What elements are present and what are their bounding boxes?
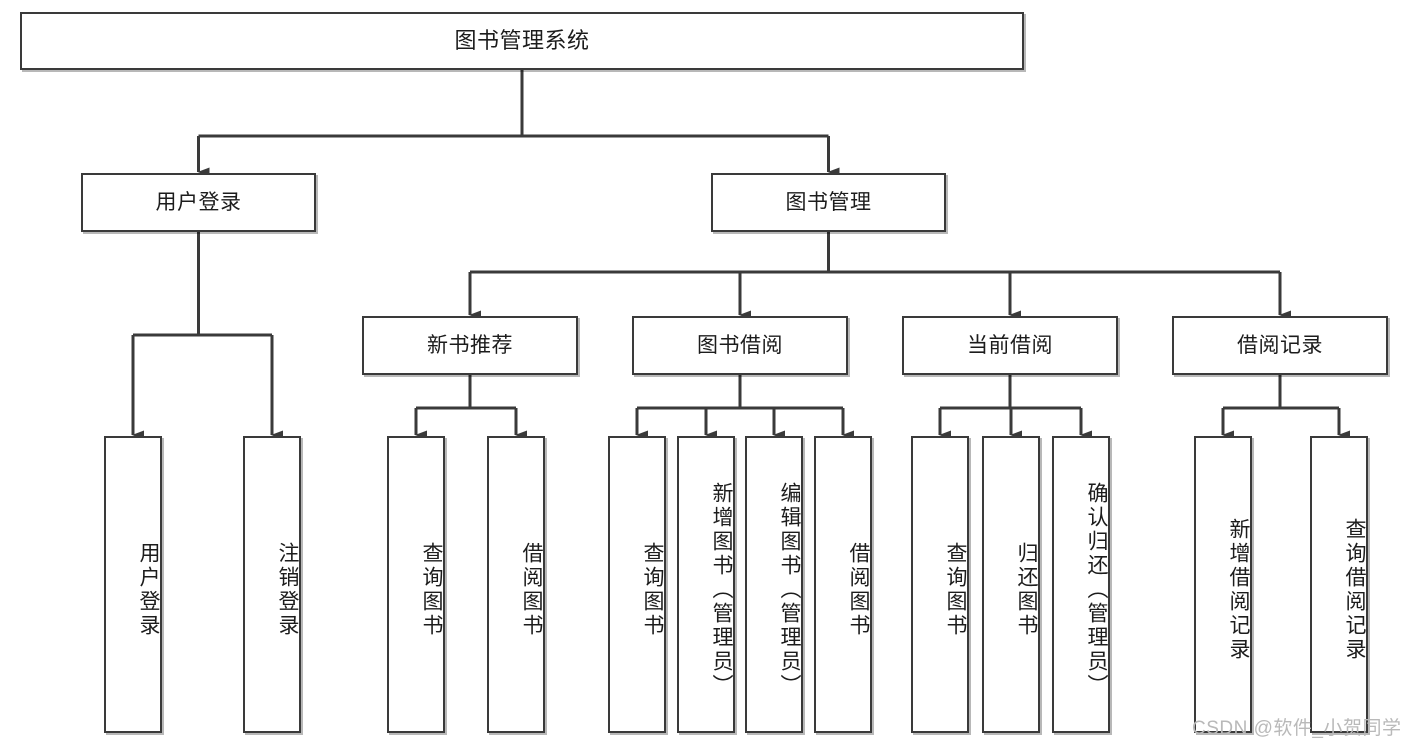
- node-label: 当前借阅: [967, 333, 1053, 357]
- node-label: 借阅记录: [1237, 333, 1323, 357]
- node-label: 借阅图书: [520, 541, 543, 638]
- node-label: 归还图书: [1015, 541, 1038, 638]
- node-label: 借阅图书: [847, 541, 870, 638]
- node-label: 图书管理系统: [454, 27, 590, 53]
- node-label: 新书推荐: [427, 333, 513, 357]
- node-l6[interactable]: 新增图书（管理员）: [677, 436, 735, 733]
- node-n_user[interactable]: 用户登录: [81, 173, 316, 232]
- node-l5[interactable]: 查询图书: [608, 436, 666, 733]
- node-label: 新增图书（管理员）: [710, 481, 733, 698]
- node-label: 图书管理: [785, 190, 872, 214]
- node-n_book[interactable]: 图书管理: [711, 173, 946, 232]
- node-label: 确认归还（管理员）: [1085, 481, 1108, 698]
- node-root[interactable]: 图书管理系统: [20, 12, 1024, 70]
- node-label: 查询图书: [641, 541, 664, 638]
- node-n_new[interactable]: 新书推荐: [362, 316, 578, 375]
- node-n_cur[interactable]: 当前借阅: [902, 316, 1118, 375]
- node-l4[interactable]: 借阅图书: [487, 436, 545, 733]
- node-l9[interactable]: 查询图书: [911, 436, 969, 733]
- node-label: 查询图书: [944, 541, 967, 638]
- node-l11[interactable]: 确认归还（管理员）: [1052, 436, 1110, 733]
- node-label: 用户登录: [137, 541, 160, 638]
- node-label: 编辑图书（管理员）: [778, 481, 801, 698]
- node-n_lend[interactable]: 图书借阅: [632, 316, 848, 375]
- node-l1[interactable]: 用户登录: [104, 436, 162, 733]
- node-label: 查询图书: [420, 541, 443, 638]
- node-l2[interactable]: 注销登录: [243, 436, 301, 733]
- node-label: 图书借阅: [697, 333, 783, 357]
- node-l12[interactable]: 新增借阅记录: [1194, 436, 1252, 733]
- node-l7[interactable]: 编辑图书（管理员）: [745, 436, 803, 733]
- node-l13[interactable]: 查询借阅记录: [1310, 436, 1368, 733]
- node-l8[interactable]: 借阅图书: [814, 436, 872, 733]
- node-l10[interactable]: 归还图书: [982, 436, 1040, 733]
- node-n_rec[interactable]: 借阅记录: [1172, 316, 1388, 375]
- node-label: 注销登录: [276, 541, 299, 638]
- node-label: 查询借阅记录: [1343, 517, 1366, 662]
- watermark-label: CSDN @软件_小贺同学: [1192, 718, 1402, 739]
- node-label: 用户登录: [155, 190, 242, 214]
- node-label: 新增借阅记录: [1227, 517, 1250, 662]
- node-l3[interactable]: 查询图书: [387, 436, 445, 733]
